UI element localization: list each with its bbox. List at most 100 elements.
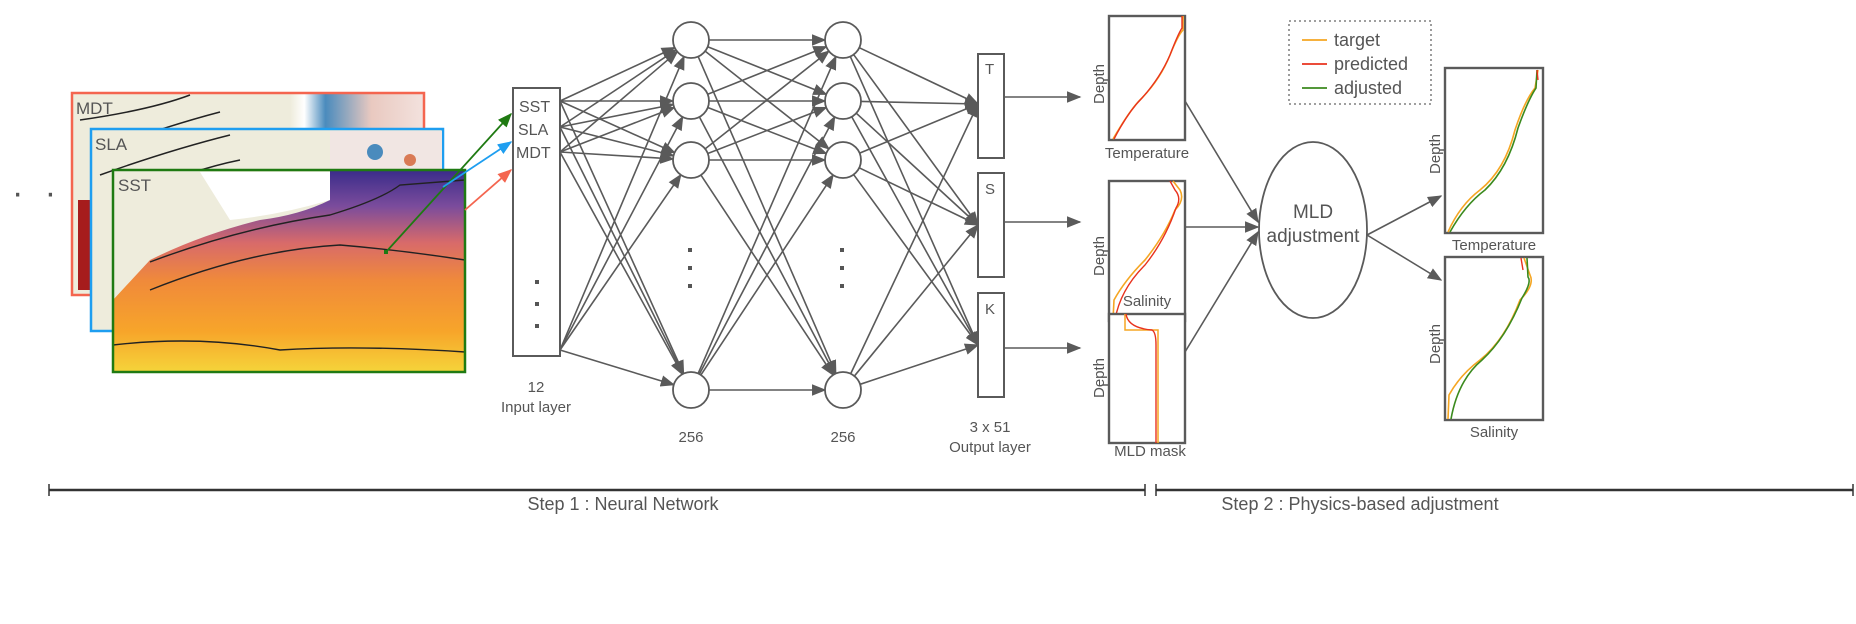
network-edge xyxy=(707,45,828,96)
network-edge xyxy=(697,55,837,374)
network-edge xyxy=(559,50,679,153)
profile-ylabel: Depth xyxy=(1091,64,1108,104)
output-layer-size: 3 x 51 xyxy=(970,419,1011,436)
step-1-bracket: Step 1 : Neural Network xyxy=(48,484,1146,514)
neuron xyxy=(672,141,710,179)
output-layer-title: Output layer xyxy=(949,439,1031,456)
network-edge xyxy=(852,54,979,227)
step-2-label: Step 2 : Physics-based adjustment xyxy=(1221,494,1498,514)
network-edge xyxy=(849,102,979,375)
hidden-layer-2: 256 xyxy=(824,21,862,446)
output-block-k-label: K xyxy=(985,301,995,318)
arrow-temp-mld xyxy=(1184,100,1259,224)
map-label-sla: SLA xyxy=(95,135,128,154)
output-block-t-label: T xyxy=(985,61,994,78)
network-edge xyxy=(853,223,979,377)
hidden-layer-2-units: 256 xyxy=(830,429,855,446)
adjusted-plot-temperature: Depth Temperature xyxy=(1427,66,1545,254)
output-block-s xyxy=(977,172,1005,278)
input-layer: SST SLA MDT 12 Input layer xyxy=(501,87,571,416)
neuron xyxy=(824,82,862,120)
step-1-label: Step 1 : Neural Network xyxy=(527,494,719,514)
arrow-mdt-input xyxy=(464,169,513,211)
arrow-mld-temp xyxy=(1366,195,1443,236)
adjusted-plot-salinity: Depth Salinity xyxy=(1427,255,1545,441)
network-edge xyxy=(859,103,980,154)
neuron xyxy=(672,21,710,59)
network-edge xyxy=(559,46,676,102)
network-edge xyxy=(851,116,979,347)
neuron xyxy=(824,21,862,59)
network-edge xyxy=(698,115,836,375)
profile-ylabel: Depth xyxy=(1091,358,1108,398)
network-edge xyxy=(559,349,676,387)
profile-plot-salinity: Depth Salinity xyxy=(1091,179,1187,323)
legend-label-target: target xyxy=(1334,30,1380,50)
network-edge xyxy=(858,167,980,226)
profile-caption-mld-mask: MLD mask xyxy=(1114,443,1186,460)
adjusted-caption-salinity: Salinity xyxy=(1470,424,1519,441)
network-edge xyxy=(559,49,678,128)
legend: target predicted adjusted xyxy=(1288,20,1432,105)
legend-item-adjusted: adjusted xyxy=(1302,78,1402,98)
input-layer-title: Input layer xyxy=(501,399,571,416)
profile-ylabel: Depth xyxy=(1091,236,1108,276)
profile-plot-temperature: Depth Temperature xyxy=(1091,14,1189,162)
step-2-bracket: Step 2 : Physics-based adjustment xyxy=(1155,484,1854,514)
mld-node-line1: MLD xyxy=(1293,202,1333,223)
legend-label-adjusted: adjusted xyxy=(1334,78,1402,98)
neuron xyxy=(672,82,710,120)
input-layer-count: 12 xyxy=(528,379,545,396)
network-edge xyxy=(559,126,684,376)
map-label-mdt: MDT xyxy=(76,99,113,118)
network-edge xyxy=(859,343,980,386)
network-edge xyxy=(559,106,676,153)
arrow-mld-sal xyxy=(1366,234,1443,281)
output-layer: T S K 3 x 51 Output layer xyxy=(949,53,1031,456)
network-edge xyxy=(855,112,980,226)
network-edge xyxy=(849,56,979,347)
profile-ylabel: Depth xyxy=(1427,134,1444,174)
neuron xyxy=(672,371,710,409)
map-sst: SST xyxy=(111,168,467,374)
profile-caption-temperature: Temperature xyxy=(1105,145,1189,162)
hidden-layer-1: 256 xyxy=(672,21,710,446)
profile-plot-mld-mask: Depth MLD mask xyxy=(1091,312,1186,460)
network-edge xyxy=(559,151,675,164)
network-edge xyxy=(707,106,828,155)
network-edge xyxy=(559,55,685,351)
network-edge xyxy=(559,126,675,159)
network-edge xyxy=(860,97,980,110)
adjusted-caption-temperature: Temperature xyxy=(1452,237,1536,254)
profile-ylabel: Depth xyxy=(1427,324,1444,364)
input-feature-sla: SLA xyxy=(518,122,549,139)
neuron xyxy=(824,141,862,179)
input-feature-mdt: MDT xyxy=(516,145,551,162)
legend-item-predicted: predicted xyxy=(1302,54,1408,74)
output-block-s-label: S xyxy=(985,181,995,198)
network-edge xyxy=(559,100,685,375)
neuron xyxy=(824,371,862,409)
network-edge xyxy=(700,173,834,376)
arrow-mask-mld xyxy=(1184,230,1259,353)
network-edge xyxy=(559,100,676,154)
output-block-k xyxy=(977,292,1005,398)
mld-adjustment-node: MLD adjustment xyxy=(1258,141,1368,319)
map-stack: MDT SLA SST xyxy=(70,91,467,374)
mld-node-line2: adjustment xyxy=(1267,226,1361,247)
network-edges xyxy=(559,34,980,396)
network-edge xyxy=(559,151,684,376)
network-edge xyxy=(852,174,979,347)
legend-item-target: target xyxy=(1302,30,1380,50)
network-edge xyxy=(704,50,831,150)
map-label-sst: SST xyxy=(118,176,151,195)
output-block-t xyxy=(977,53,1005,159)
network-edge xyxy=(858,46,980,105)
input-feature-sst: SST xyxy=(519,99,550,116)
network-edge xyxy=(559,173,682,351)
network-edge xyxy=(559,101,675,128)
network-edge xyxy=(559,115,684,351)
hidden-layer-1-units: 256 xyxy=(678,429,703,446)
legend-label-predicted: predicted xyxy=(1334,54,1408,74)
